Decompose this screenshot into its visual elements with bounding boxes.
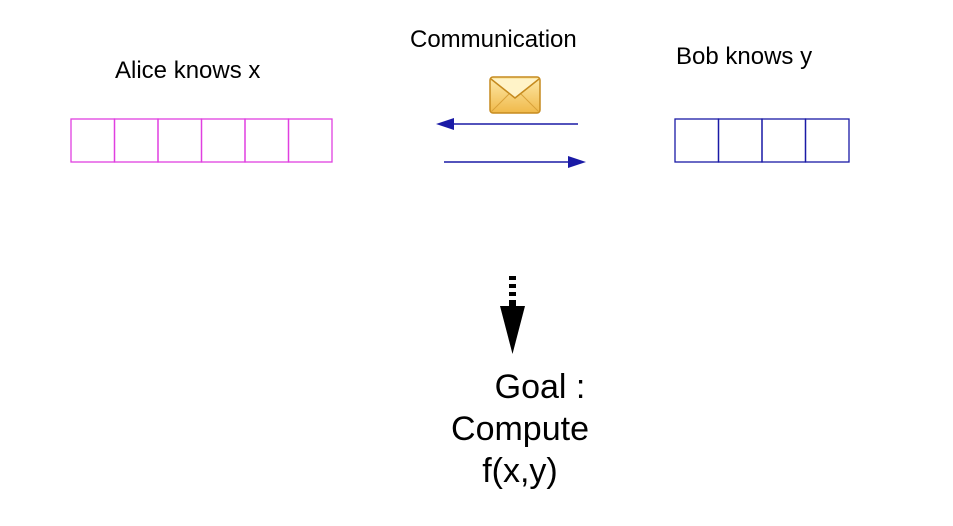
alice-cell bbox=[70, 118, 116, 163]
goal-title: Goal : bbox=[494, 368, 586, 406]
bob-array bbox=[674, 118, 850, 163]
envelope-icon bbox=[489, 76, 541, 114]
arrow-to-alice bbox=[436, 118, 578, 130]
goal-function: f(x,y) bbox=[482, 452, 558, 490]
communication-label: Communication bbox=[410, 26, 577, 53]
arrow-to-bob bbox=[444, 156, 586, 168]
bob-label: Bob knows y bbox=[676, 43, 813, 70]
down-arrow bbox=[500, 276, 525, 354]
goal-text: Goal : Compute f(x,y) bbox=[430, 366, 610, 492]
alice-cell bbox=[157, 118, 203, 163]
alice-label: Alice knows x bbox=[115, 57, 261, 84]
alice-cell bbox=[200, 118, 246, 163]
bob-cell bbox=[761, 118, 807, 163]
alice-cell bbox=[113, 118, 159, 163]
alice-cell bbox=[287, 118, 333, 163]
alice-cell bbox=[244, 118, 290, 163]
goal-compute: Compute bbox=[451, 410, 589, 448]
bob-cell bbox=[674, 118, 720, 163]
bob-cell bbox=[804, 118, 850, 163]
bob-cell bbox=[717, 118, 763, 163]
alice-array bbox=[70, 118, 333, 163]
